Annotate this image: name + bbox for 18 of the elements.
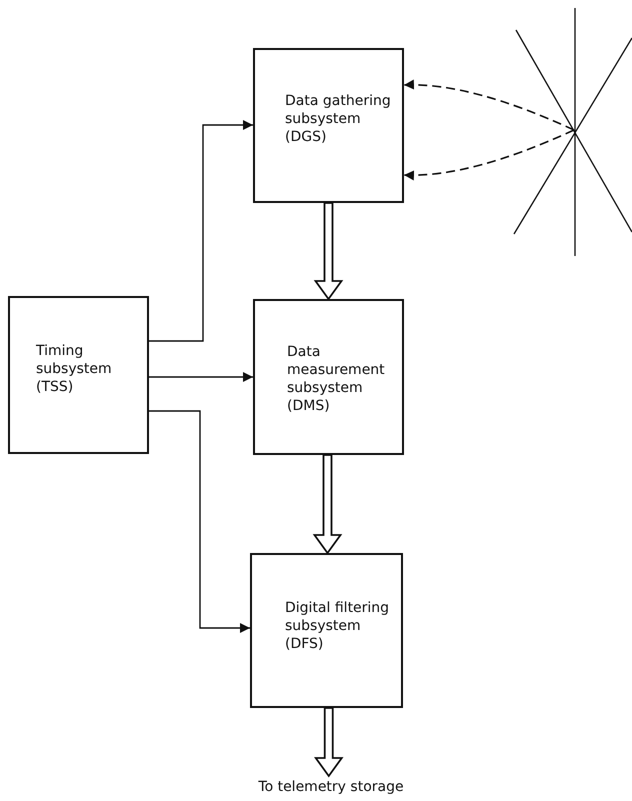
box-label: Data measurement subsystem (DMS): [287, 343, 386, 415]
dashed-arrow: [404, 129, 574, 180]
arrow: [149, 410, 250, 633]
box-label: Timing subsystem (TSS): [36, 342, 113, 396]
hollow-arrow: [314, 202, 344, 301]
box-label: Data gathering subsystem (DGS): [285, 92, 392, 146]
hollow-arrow: [312, 454, 342, 555]
arrow: [149, 372, 253, 382]
process-box: [253, 299, 404, 455]
hollow-arrow: [314, 707, 344, 778]
process-box: [8, 296, 149, 454]
crossed-lines-drawing: [512, 8, 632, 256]
process-box: [250, 553, 403, 708]
process-box: [253, 48, 404, 203]
output-label: To telemetry storage: [257, 778, 405, 796]
box-label: Digital filtering subsystem (DFS): [285, 599, 390, 653]
dashed-arrow: [404, 80, 574, 131]
arrow: [149, 120, 253, 342]
